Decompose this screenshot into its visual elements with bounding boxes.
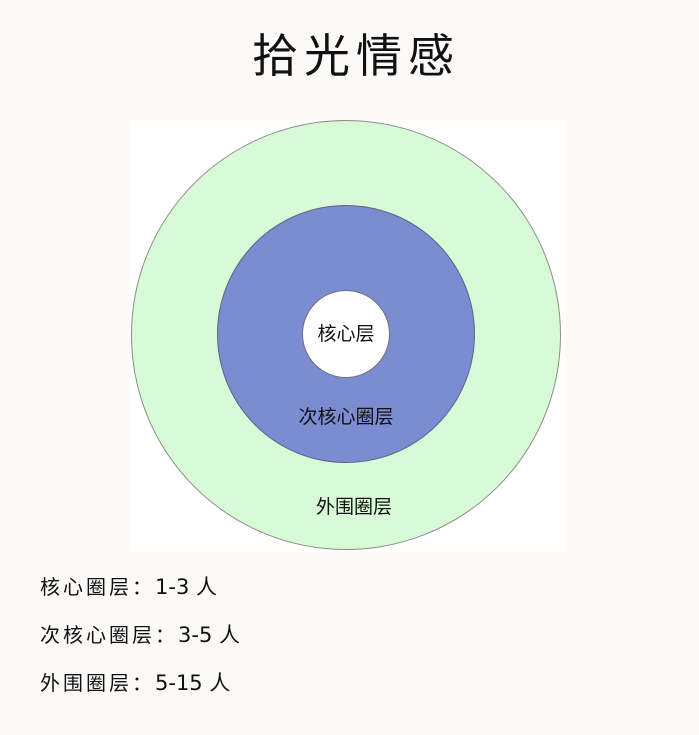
middle-ring-label: 次核心圈层 (298, 406, 394, 428)
legend-name: 外围圈层： (40, 671, 155, 695)
legend-row-outer: 外围圈层：5-15 人 (40, 668, 240, 716)
outer-ring-label: 外围圈层 (315, 496, 393, 518)
legend-value: 5-15 人 (155, 671, 231, 695)
inner-ring-label: 核心层 (317, 323, 375, 345)
legend-row-core: 核心圈层：1-3 人 (40, 572, 240, 620)
legend: 核心圈层：1-3 人 次核心圈层：3-5 人 外围圈层：5-15 人 (40, 572, 240, 716)
legend-value: 1-3 人 (155, 575, 217, 599)
page-title: 拾光情感 (252, 29, 460, 83)
legend-value: 3-5 人 (178, 623, 240, 647)
legend-name: 次核心圈层： (40, 623, 178, 647)
legend-name: 核心圈层： (40, 575, 155, 599)
legend-row-sub-core: 次核心圈层：3-5 人 (40, 620, 240, 668)
inner-ring (302, 290, 390, 378)
